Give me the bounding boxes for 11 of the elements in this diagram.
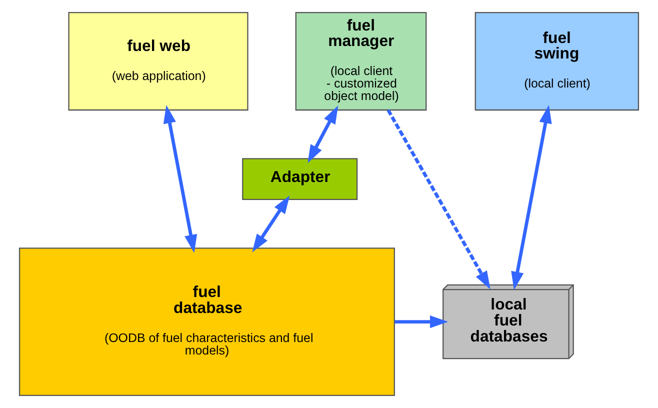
node-box: fuel database (OODB of fuel characteristics and fuel models) — [18, 248, 395, 396]
node-box: Adapter — [242, 158, 358, 200]
arrow — [252, 195, 290, 252]
arrow — [511, 105, 552, 290]
arrow — [163, 105, 198, 253]
arrow — [386, 109, 490, 290]
arrow — [308, 106, 338, 164]
node-box: fuel swing (local client) — [474, 12, 640, 111]
node-box: fuel manager (local client - customized object model) — [295, 12, 427, 111]
node-box: fuel web (web application) — [68, 12, 248, 111]
arrow — [394, 315, 448, 328]
